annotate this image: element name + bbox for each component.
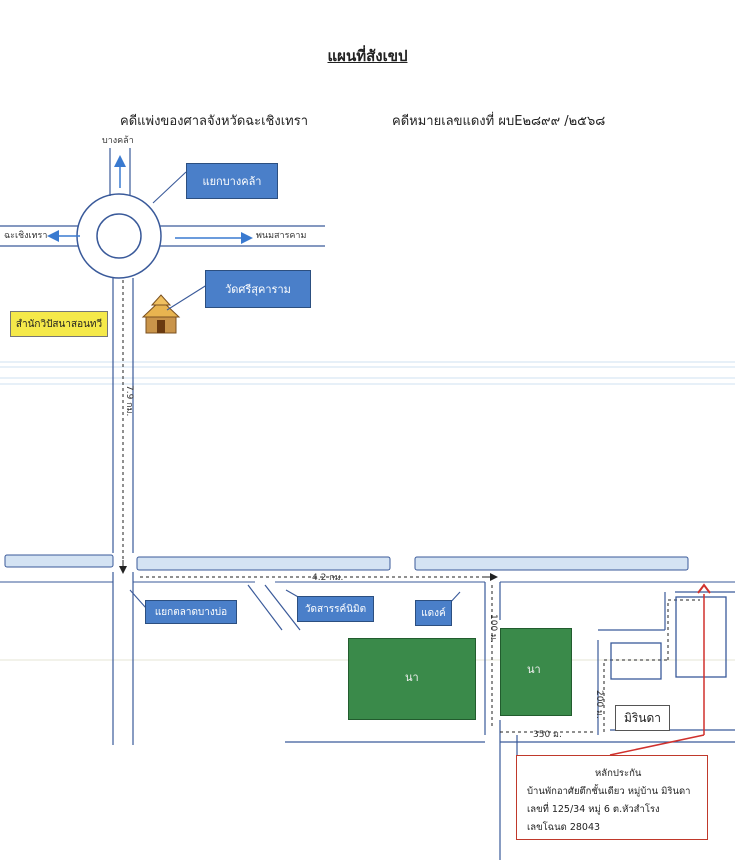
label-mirindha: มิรินดา bbox=[615, 705, 670, 731]
collateral-line-1: บ้านพักอาศัยตึกชั้นเดียว หมู่บ้าน มิรินด… bbox=[527, 786, 691, 797]
collateral-box: หลักประกัน บ้านพักอาศัยตึกชั้นเดียว หมู่… bbox=[516, 755, 708, 840]
label-bang-khla: บางคล้า bbox=[102, 136, 134, 146]
roundabout-outer bbox=[76, 193, 162, 279]
label-phanom-sarakham: พนมสารคาม bbox=[256, 231, 307, 241]
collateral-line-2: เลขที่ 125/34 หมู่ 6 ต.หัวสำโรง bbox=[527, 804, 660, 815]
roundabout-inner bbox=[96, 213, 142, 259]
location-marker bbox=[609, 583, 711, 756]
label-talat-junction: แยกตลาดบางบ่อ bbox=[145, 600, 237, 624]
label-field-2: นา bbox=[527, 663, 541, 676]
label-wat-sarn: วัดสารรค์นิมิต bbox=[297, 596, 374, 622]
temple-icon bbox=[141, 294, 181, 334]
label-wat-sri: วัดศรีสุคาราม bbox=[205, 270, 311, 308]
side-roads bbox=[247, 582, 735, 860]
building-1 bbox=[610, 642, 662, 680]
field-2 bbox=[500, 628, 572, 716]
label-dist-350: 350 ม. bbox=[533, 730, 562, 740]
main-road bbox=[0, 554, 735, 583]
label-shop: แดงค์ bbox=[415, 600, 452, 626]
collateral-heading: หลักประกัน bbox=[595, 768, 642, 779]
label-chachoengsao: ฉะเชิงเทรา bbox=[4, 231, 48, 241]
label-dist-100: 100 ม. bbox=[488, 614, 498, 643]
label-office: สำนักวิปัสนาสอนทวี bbox=[10, 311, 108, 337]
label-dist-200: 200 ม. bbox=[594, 690, 604, 719]
label-field-1: นา bbox=[405, 671, 419, 684]
building-2 bbox=[675, 596, 727, 678]
label-dist-7-9: 7.9 กม. bbox=[124, 385, 134, 417]
roads-upper bbox=[0, 148, 325, 745]
court-label: คดีแพ่งของศาลจังหวัดฉะเชิงเทรา bbox=[120, 114, 309, 129]
label-dist-4-2: 4.2 กม. bbox=[312, 573, 344, 583]
map-title: แผนที่สังเขป bbox=[327, 47, 408, 65]
route-path bbox=[122, 280, 700, 733]
case-number: คดีหมายเลขแดงที่ ผบE๒๘๙๙ /๒๕๖๘ bbox=[392, 114, 606, 129]
label-bang-khla-junction: แยกบางคล้า bbox=[186, 163, 278, 199]
field-1 bbox=[348, 638, 476, 720]
collateral-line-3: เลขโฉนด 28043 bbox=[527, 822, 601, 833]
